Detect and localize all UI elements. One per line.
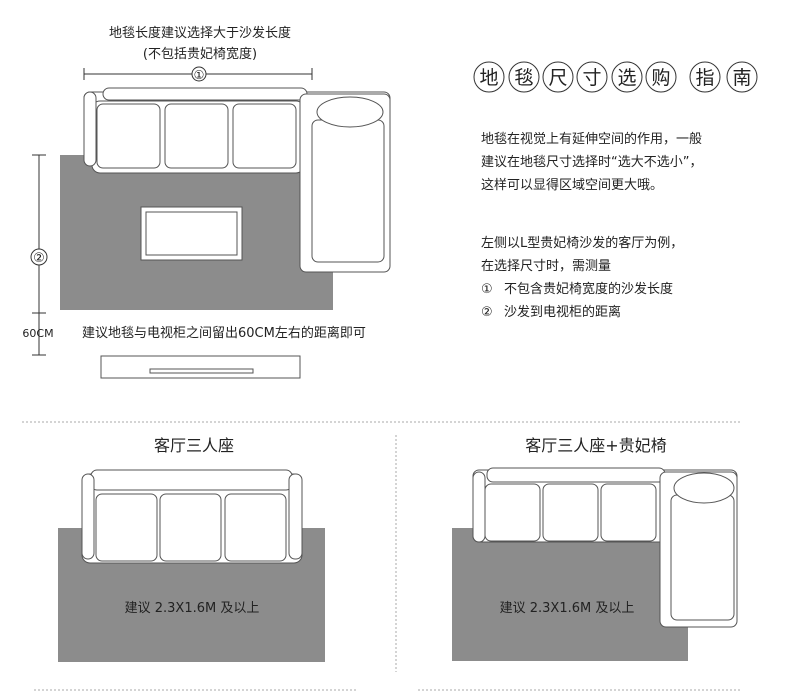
panel-2-rug-text: 建议 2.3X1.6M 及以上 xyxy=(500,601,635,616)
top-note-line2: (不包括贵妃椅宽度) xyxy=(143,46,257,62)
marker-1: ① xyxy=(194,68,205,82)
main-sofa-cushion-1 xyxy=(96,103,161,169)
measure-item-2-text: 沙发到电视柜的距离 xyxy=(504,304,621,320)
panel1-arm-right xyxy=(288,473,303,560)
dividers xyxy=(22,421,740,691)
panel2-cushion-1 xyxy=(484,483,541,542)
panel2-rug xyxy=(452,528,688,661)
panel-1-title: 客厅三人座 xyxy=(154,436,234,455)
main-sofa-armrest-left xyxy=(83,91,97,167)
main-chaise-inner xyxy=(311,119,385,263)
panel2-backrest xyxy=(486,467,666,483)
main-sofa-cushion-3 xyxy=(232,103,297,169)
panel1-cushion-1 xyxy=(95,493,158,562)
tv-note: 建议地毯与电视柜之间留出60CM左右的距离即可 xyxy=(82,325,366,341)
title-char-7: 指 xyxy=(695,67,714,89)
top-note-line1: 地毯长度建议选择大于沙发长度 xyxy=(109,25,291,41)
panel1-cushion-2 xyxy=(159,493,222,562)
main-sofa-cushion-2 xyxy=(164,103,229,169)
title-char-3: 尺 xyxy=(548,67,567,89)
panel2-chaise-pillow xyxy=(673,472,735,504)
coffee-table-inner xyxy=(145,211,238,256)
tv-cabinet xyxy=(100,355,301,379)
panel2-arm-left xyxy=(472,471,486,543)
cm-label: 60CM xyxy=(22,327,53,340)
panel2-cushion-3 xyxy=(600,483,657,542)
title-char-1: 地 xyxy=(479,67,498,89)
title-char-4: 寸 xyxy=(582,67,601,89)
main-diagram xyxy=(60,87,391,379)
panel-2-diagram xyxy=(452,467,738,661)
panel1-cushion-3 xyxy=(224,493,287,562)
title-char-8: 南 xyxy=(732,67,751,89)
panel1-arm-left xyxy=(81,473,95,560)
measure-item-2-num: ② xyxy=(481,305,493,320)
intro-line-2: 建议在地毯尺寸选择时“选大不选小”， xyxy=(481,155,702,170)
title-char-2: 毯 xyxy=(514,67,533,89)
intro-line-1: 地毯在视觉上有延伸空间的作用，一般 xyxy=(481,131,702,147)
measure-line-1: 左侧以L型贵妃椅沙发的客厅为例， xyxy=(481,235,683,251)
dimension-1 xyxy=(83,66,313,82)
main-chaise-pillow xyxy=(316,96,384,128)
marker-2: ② xyxy=(33,251,45,266)
panel-1-diagram xyxy=(58,469,325,662)
title-char-6: 购 xyxy=(651,67,670,89)
panel-2-title: 客厅三人座+贵妃椅 xyxy=(525,436,666,455)
panel2-chaise-inner xyxy=(670,494,735,621)
intro-line-3: 这样可以显得区域空间更大哦。 xyxy=(481,177,663,193)
title-circles xyxy=(473,61,758,93)
panel-1-rug-text: 建议 2.3X1.6M 及以上 xyxy=(125,601,260,616)
measure-item-1-text: 不包含贵妃椅宽度的沙发长度 xyxy=(504,281,673,297)
coffee-table xyxy=(140,206,243,261)
title-char-5: 选 xyxy=(617,67,636,89)
measure-item-1-num: ① xyxy=(481,282,493,297)
measure-line-2: 在选择尺寸时，需测量 xyxy=(481,259,611,274)
dimension-2 xyxy=(30,154,48,356)
panel2-cushion-2 xyxy=(542,483,599,542)
panel1-backrest xyxy=(90,469,293,491)
main-sofa-backrest xyxy=(102,87,308,101)
